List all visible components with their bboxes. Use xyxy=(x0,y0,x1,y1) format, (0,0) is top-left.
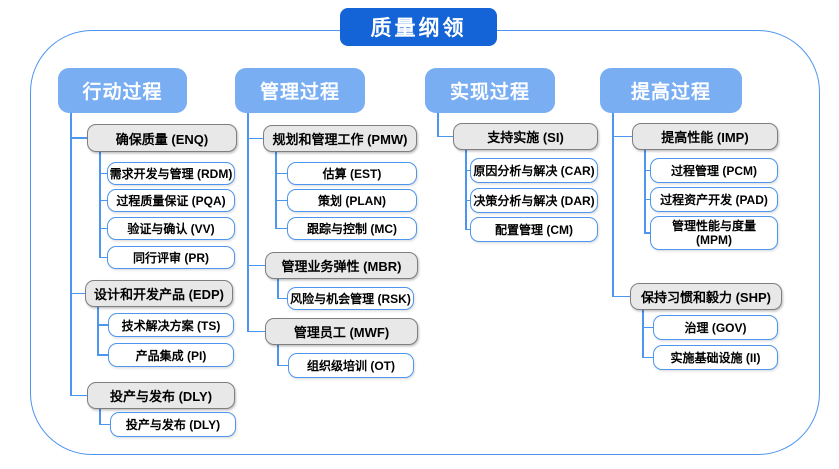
node-est: 估算 (EST) xyxy=(287,162,417,185)
connector-line xyxy=(247,137,263,140)
connector-line xyxy=(465,150,467,231)
connector-line xyxy=(275,227,287,230)
connector-line xyxy=(70,394,87,397)
node-gov: 治理 (GOV) xyxy=(653,315,778,340)
node-pr: 同行评审 (PR) xyxy=(107,246,235,269)
connector-line xyxy=(612,295,630,298)
connector-line xyxy=(70,292,85,295)
column-header-improvement-process: 提高过程 xyxy=(600,68,742,113)
connector-line xyxy=(275,199,287,202)
connector-line xyxy=(437,113,439,138)
connector-line xyxy=(99,172,107,175)
connector-line xyxy=(465,228,470,231)
column-header-management-process: 管理过程 xyxy=(235,68,365,113)
connector-line xyxy=(644,198,650,201)
connector-line xyxy=(642,356,653,359)
node-pmw: 规划和管理工作 (PMW) xyxy=(263,125,417,152)
connector-line xyxy=(99,152,101,259)
node-si: 支持实施 (SI) xyxy=(453,123,598,150)
connector-line xyxy=(247,113,249,333)
connector-line xyxy=(277,345,279,367)
node-pcm: 过程管理 (PCM) xyxy=(650,158,778,183)
connector-line xyxy=(612,113,614,298)
connector-line xyxy=(277,297,287,300)
connector-line xyxy=(247,264,265,267)
connector-line xyxy=(99,227,107,230)
connector-line xyxy=(99,199,107,202)
node-mpm: 管理性能与度量 (MPM) xyxy=(650,216,778,250)
connector-line xyxy=(644,169,650,172)
column-header-implementation-process: 实现过程 xyxy=(425,68,555,113)
column-header-action-process: 行动过程 xyxy=(58,68,187,113)
node-imp: 提高性能 (IMP) xyxy=(632,123,778,150)
connector-line xyxy=(99,256,107,259)
connector-line xyxy=(642,310,644,359)
node-mwf: 管理员工 (MWF) xyxy=(265,318,418,345)
connector-line xyxy=(70,113,72,397)
node-car: 原因分析与解决 (CAR) xyxy=(470,158,598,183)
diagram-title: 质量纲领 xyxy=(340,8,497,46)
connector-line xyxy=(247,330,265,333)
node-dly: 投产与发布 (DLY) xyxy=(110,412,236,437)
node-plan: 策划 (PLAN) xyxy=(287,189,417,212)
connector-line xyxy=(275,152,277,230)
connector-line xyxy=(642,326,653,329)
node-shp: 保持习惯和毅力 (SHP) xyxy=(630,283,782,310)
node-mc: 跟踪与控制 (MC) xyxy=(287,217,417,240)
connector-line xyxy=(275,172,287,175)
node-enq: 确保质量 (ENQ) xyxy=(87,124,237,152)
node-pi: 产品集成 (PI) xyxy=(108,343,234,367)
node-rsk: 风险与机会管理 (RSK) xyxy=(287,287,414,310)
node-rdm: 需求开发与管理 (RDM) xyxy=(107,162,235,185)
connector-line xyxy=(465,169,470,172)
node-dar: 决策分析与解决 (DAR) xyxy=(470,188,598,213)
node-ot: 组织级培训 (OT) xyxy=(288,353,414,378)
node-pqa: 过程质量保证 (PQA) xyxy=(107,189,235,212)
node-mbr: 管理业务弹性 (MBR) xyxy=(265,252,418,279)
node-dly-group: 投产与发布 (DLY) xyxy=(87,382,235,409)
connector-line xyxy=(70,137,87,139)
connector-line xyxy=(644,232,650,234)
connector-line xyxy=(97,324,108,326)
connector-line xyxy=(437,135,453,138)
connector-line xyxy=(97,354,108,356)
connector-line xyxy=(99,423,110,426)
node-pad: 过程资产开发 (PAD) xyxy=(650,187,778,212)
node-cm: 配置管理 (CM) xyxy=(470,217,598,242)
node-vv: 验证与确认 (VV) xyxy=(107,217,235,240)
node-ii: 实施基础设施 (II) xyxy=(653,345,778,370)
connector-line xyxy=(277,364,288,367)
connector-line xyxy=(644,150,646,234)
node-edp: 设计和开发产品 (EDP) xyxy=(85,280,233,307)
node-ts: 技术解决方案 (TS) xyxy=(108,313,234,337)
connector-line xyxy=(97,307,99,356)
connector-line xyxy=(99,409,101,426)
connector-line xyxy=(465,199,470,202)
connector-line xyxy=(277,279,279,300)
connector-line xyxy=(612,135,632,138)
